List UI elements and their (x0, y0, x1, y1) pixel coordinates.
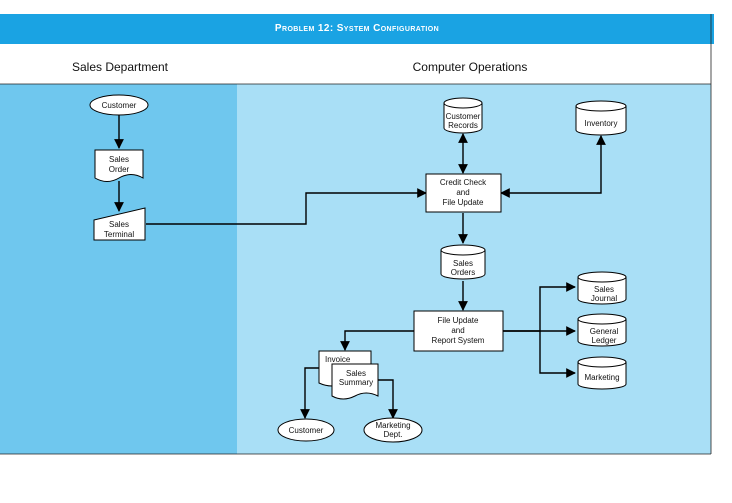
sales-terminal-line1: Sales (109, 220, 129, 229)
sales-journal-line2: Journal (591, 294, 617, 303)
sales-journal-line1: Sales (594, 285, 614, 294)
credit-check-line1: Credit Check (440, 178, 487, 187)
sales-summary-line2: Summary (339, 378, 373, 387)
inventory-label: Inventory (585, 119, 618, 128)
sales-terminal-input: Sales Terminal (93, 207, 146, 241)
file-update-report-process: File Update and Report System (413, 310, 504, 352)
general-ledger-line1: General (590, 327, 619, 336)
credit-check-line2: and (456, 188, 469, 197)
general-ledger-disk: General Ledger (577, 313, 627, 347)
sales-summary-document: Sales Summary (331, 363, 379, 400)
customer-top-label: Customer (102, 101, 137, 110)
sales-order-line1: Sales (109, 155, 129, 164)
marketing-dept-line2: Dept. (383, 430, 402, 439)
customer-records-line2: Records (448, 121, 478, 130)
column-header-sales: Sales Department (71, 60, 169, 74)
sales-order-document: Sales Order (94, 149, 144, 182)
arrow-file-update-to-sales-journal (503, 282, 576, 332)
customer-terminal-top: Customer (89, 94, 149, 116)
diagram-title: Problem 12: System Configuration (0, 14, 714, 44)
sales-terminal-line2: Terminal (104, 230, 134, 239)
connectors (114, 115, 606, 419)
arrow-file-update-to-invoice (340, 330, 414, 351)
sales-journal-disk: Sales Journal (577, 271, 627, 305)
file-update-line2: and (451, 326, 464, 335)
sales-orders-line1: Sales (453, 259, 473, 268)
sales-summary-line1: Sales (346, 369, 366, 378)
customer-records-disk: Customer Records (443, 97, 483, 134)
customer-records-line1: Customer (446, 112, 481, 121)
file-update-line3: Report System (432, 336, 485, 345)
customer-terminal-bottom: Customer (277, 418, 335, 442)
credit-check-line3: File Update (443, 198, 484, 207)
arrow-invoice-to-customer (300, 367, 319, 419)
sales-orders-disk: Sales Orders (440, 244, 486, 280)
credit-check-process: Credit Check and File Update (425, 173, 502, 213)
sales-orders-line2: Orders (451, 268, 475, 277)
general-ledger-line2: Ledger (592, 336, 617, 345)
marketing-label: Marketing (584, 373, 619, 382)
invoice-label: Invoice (325, 355, 351, 364)
file-update-line1: File Update (438, 316, 479, 325)
arrow-terminal-to-credit-check (146, 188, 427, 225)
customer-bottom-label: Customer (289, 426, 324, 435)
marketing-disk: Marketing (577, 356, 627, 390)
sales-order-line2: Order (109, 165, 130, 174)
marketing-dept-terminal: Marketing Dept. (363, 417, 423, 443)
column-header-operations: Computer Operations (412, 60, 528, 74)
arrow-file-update-to-marketing (539, 331, 576, 378)
marketing-dept-line1: Marketing (375, 421, 410, 430)
inventory-disk: Inventory (575, 100, 627, 136)
arrow-summary-to-marketing-dept (378, 379, 398, 419)
arrow-inventory-to-credit-check (500, 135, 606, 198)
